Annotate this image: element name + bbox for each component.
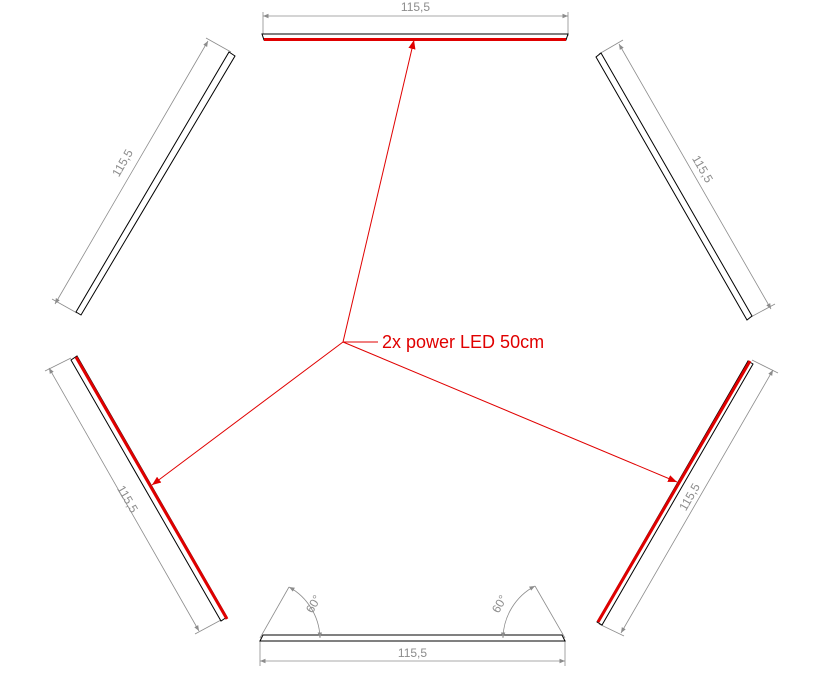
segment-lower-left: 115,5: [44, 355, 229, 635]
segment-bottom-length-label: 115,5: [398, 646, 427, 660]
dimension-ext-line: [598, 623, 625, 637]
segment-top-length-label: 115,5: [401, 0, 430, 14]
segment-top: 115,5: [261, 0, 569, 41]
profile-bar: [259, 634, 566, 642]
segment-upper-left-length-label: 115,5: [109, 147, 136, 180]
callout-arrow-right: [342, 341, 678, 483]
dimension-line: [620, 369, 774, 634]
led-strip: [596, 360, 752, 623]
dimension-line: [618, 43, 772, 310]
segment-upper-right-length-label: 115,5: [689, 153, 716, 186]
led-callout: 2x power LED 50cm: [151, 39, 678, 486]
segment-upper-left: 115,5: [51, 37, 236, 316]
dimension-ext-line: [194, 619, 222, 635]
segment-lower-left-length-label: 115,5: [114, 483, 141, 516]
segment-lower-right: 115,5: [596, 359, 779, 637]
dimension-ext-line: [51, 298, 78, 314]
angle-leg: [534, 585, 566, 639]
angle-label-left: 60°: [303, 592, 324, 615]
dimension-ext-line: [598, 39, 624, 55]
dimension-ext-line: [205, 37, 232, 53]
profile-bar: [75, 51, 236, 316]
profile-bar: [595, 52, 753, 321]
angle-annotation-right: 60°: [489, 585, 566, 639]
dimension-line: [54, 40, 209, 305]
angle-arc: [288, 586, 323, 639]
dimension-ext-line: [44, 357, 72, 372]
angle-arc: [500, 585, 536, 639]
callout-arrow-left: [151, 341, 344, 486]
angle-label-right: 60°: [489, 592, 510, 615]
dimension-ext-line: [748, 303, 776, 319]
callout-label: 2x power LED 50cm: [382, 332, 544, 352]
dimension-line: [48, 367, 200, 632]
angle-annotation-left: 60°: [259, 586, 324, 639]
segment-upper-right: 115,5: [595, 39, 776, 321]
dimension-ext-line: [751, 359, 779, 374]
led-strip: [74, 356, 229, 620]
callout-arrow-top: [342, 39, 416, 343]
segment-bottom: 115,5 60° 60°: [259, 585, 566, 666]
angle-leg: [259, 586, 290, 639]
